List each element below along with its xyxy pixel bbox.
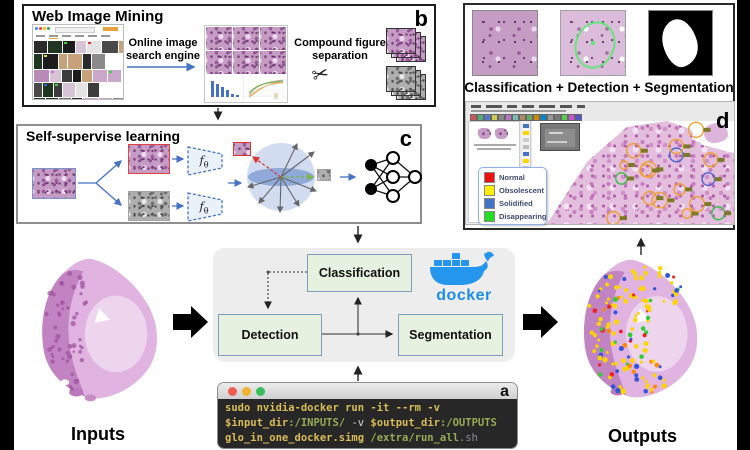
self-supervised-panel: Self-supervise learning c [16,124,422,224]
viewer-canvas [532,121,734,224]
ssl-augmented-image-1 [128,144,170,174]
terminal-window: a sudo nvidia-docker run -it --rm -v$inp… [218,383,517,448]
inputs-label: Inputs [71,424,125,444]
minimize-icon [242,387,251,396]
legend-row: Obsolescent [484,185,544,196]
encoder-2-label: fθ [199,199,209,216]
mini-bar-chart [207,76,244,100]
separated-gray-figure-stack [386,66,428,102]
segmentation-node: Segmentation [398,314,503,356]
legend-label: Obsolescent [499,186,545,195]
compound-figure-montage [204,25,288,103]
panel-a-tag: a [500,383,509,400]
output-wsi-image [584,259,698,398]
docker-logo-text: docker [436,287,492,304]
classification-example-image [472,10,538,76]
separated-purple-figure-stack [386,28,428,64]
maximize-icon [256,387,265,396]
detection-example-image [560,10,626,76]
detection-node-label: Detection [241,328,299,342]
segmentation-mask-blob [657,15,703,71]
embedding-sample-red [233,142,251,156]
online-search-label: Online image search engine [126,37,200,62]
detection-node: Detection [218,314,322,356]
detection-center-dot [591,41,595,45]
segmentation-mask-image [648,10,713,76]
input-wsi-image [42,258,157,402]
classification-node: Classification [307,254,412,292]
inputs-to-pipeline-arrow [173,306,208,338]
legend-label: Normal [499,173,525,182]
panel-c-title: Self-supervise learning [26,128,181,144]
panel-d-tag: d [716,108,730,133]
embedding-sample-green [317,169,331,181]
panel-c-tag: c [399,126,412,151]
letterbox-right [737,0,750,450]
panel-b-tag: b [414,6,428,31]
pipeline-to-outputs-arrow [523,306,558,338]
legend-row: Solidified [484,198,533,209]
terminal-command-text: sudo nvidia-docker run -it --rm -v$input… [218,399,517,448]
classification-node-label: Classification [318,266,401,280]
segmentation-node-label: Segmentation [409,328,492,342]
ssl-input-image [32,168,76,199]
viewer-inset-window [540,123,580,151]
viewer-status-line [471,110,566,112]
detection-ellipse [567,15,623,75]
encoder-1-label: fθ [199,153,209,170]
outputs-label: Outputs [608,426,677,446]
examples-caption: Classification + Detection + Segmentatio… [464,80,734,95]
ssl-augmented-image-2 [128,191,170,221]
letterbox-left [0,0,14,450]
legend-label: Disappearing [499,212,547,221]
compound-separation-label: Compound figure separation [294,37,386,62]
web-search-screenshot [32,24,124,100]
panel-b-title: Web Image Mining [32,8,164,25]
terminal-titlebar: a [218,383,517,400]
legend-label: Solidified [499,199,533,208]
legend-row: Disappearing [484,211,547,222]
close-icon [228,387,237,396]
imagej-viewer-screenshot [465,101,735,225]
mini-line-chart [245,76,286,100]
legend-row: Normal [484,172,525,183]
